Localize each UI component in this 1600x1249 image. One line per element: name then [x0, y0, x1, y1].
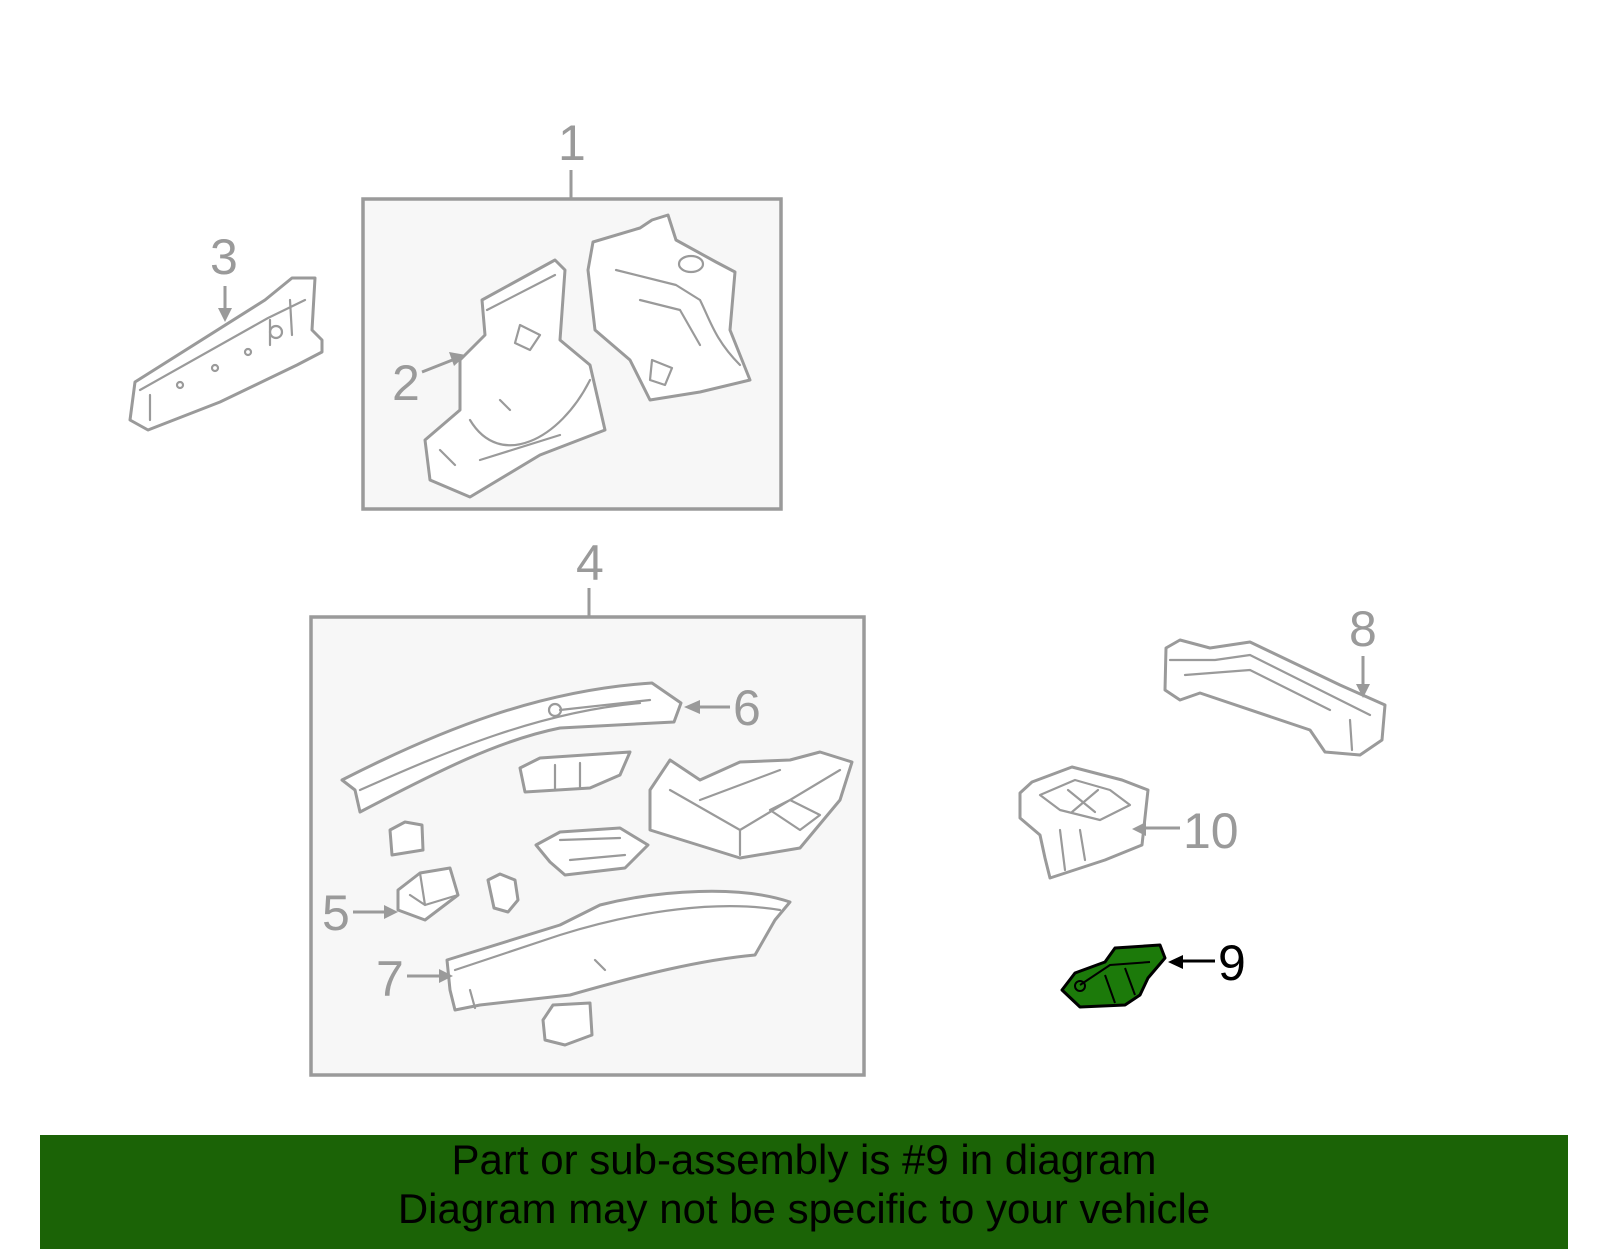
arrow-7 [439, 969, 453, 983]
callout-7[interactable]: 7 [376, 951, 404, 1007]
part-crossmember[interactable] [648, 750, 854, 860]
part-8-rear-rail[interactable] [1163, 638, 1387, 757]
callout-1[interactable]: 1 [558, 115, 586, 171]
arrow-10 [1132, 822, 1146, 836]
callout-9[interactable]: 9 [1218, 935, 1246, 991]
arrow-6 [684, 700, 700, 714]
info-banner: Part or sub-assembly is #9 in diagram Di… [40, 1135, 1568, 1249]
callout-4[interactable]: 4 [576, 535, 604, 591]
banner-line-2: Diagram may not be specific to your vehi… [397, 1185, 1211, 1232]
arrow-3 [218, 308, 232, 322]
part-7-lower-rail[interactable] [445, 889, 792, 1012]
part-small-cap[interactable] [486, 872, 520, 914]
banner-line-1: Part or sub-assembly is #9 in diagram [451, 1136, 1157, 1183]
arrow-8 [1356, 684, 1370, 698]
callout-5[interactable]: 5 [322, 885, 350, 941]
part-small-bracket-b[interactable] [534, 826, 650, 877]
leader-2 [421, 357, 456, 374]
part-9-highlighted-bracket[interactable] [1060, 943, 1167, 1009]
callout-10[interactable]: 10 [1183, 803, 1239, 859]
arrow-9 [1168, 955, 1183, 969]
part-5-bracket[interactable] [396, 866, 460, 922]
part-strut-tower[interactable] [586, 213, 752, 402]
callout-3[interactable]: 3 [210, 229, 238, 285]
part-10-bracket[interactable] [1018, 765, 1150, 880]
part-2-inner-panel[interactable] [423, 258, 607, 499]
arrow-2 [449, 352, 466, 366]
part-small-bracket-a[interactable] [518, 750, 632, 794]
callout-2[interactable]: 2 [392, 355, 420, 411]
callout-6[interactable]: 6 [733, 680, 761, 736]
part-3-rail[interactable] [128, 276, 324, 432]
arrow-5 [384, 905, 398, 919]
part-6-upper-rail[interactable] [340, 681, 683, 814]
callout-8[interactable]: 8 [1349, 601, 1377, 657]
part-small-bracket-c[interactable] [541, 1001, 594, 1047]
part-small-block[interactable] [388, 820, 425, 857]
